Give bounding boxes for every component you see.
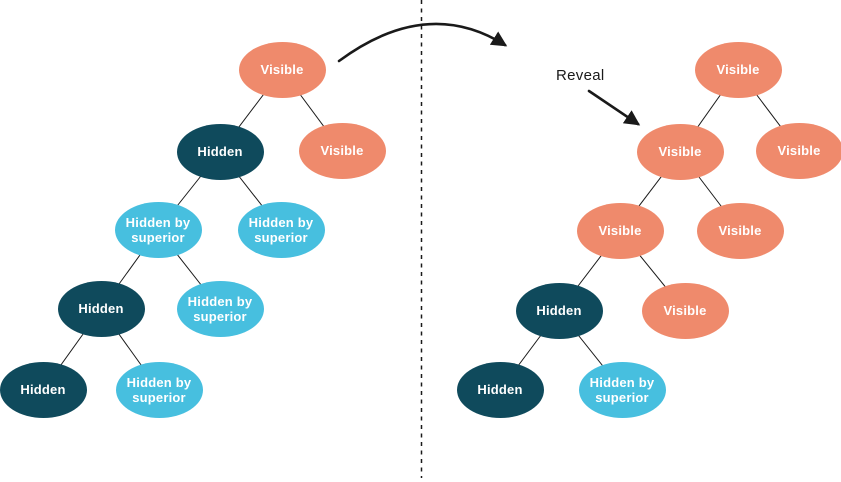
tree-node-hidden-by-superior: Hidden by superior xyxy=(176,281,264,337)
tree-node-visible: Visible xyxy=(755,123,841,179)
tree-node-visible: Visible xyxy=(576,203,664,259)
reveal-label: Reveal xyxy=(556,67,605,84)
tree-node-hidden: Hidden xyxy=(0,362,87,418)
tree-node-hidden: Hidden xyxy=(515,283,603,339)
tree-node-visible: Visible xyxy=(636,124,724,180)
tree-node-visible: Visible xyxy=(238,42,326,98)
tree-node-hidden: Hidden xyxy=(456,362,544,418)
tree-node-hidden-by-superior: Hidden by superior xyxy=(237,202,325,258)
tree-node-hidden: Hidden xyxy=(57,281,145,337)
reveal-arrow xyxy=(587,89,641,126)
tree-node-hidden-by-superior: Hidden by superior xyxy=(115,362,203,418)
transform-arrow xyxy=(337,22,508,63)
tree-node-hidden-by-superior: Hidden by superior xyxy=(114,202,202,258)
tree-node-visible: Visible xyxy=(696,203,784,259)
tree-node-visible: Visible xyxy=(641,283,729,339)
tree-node-visible: Visible xyxy=(298,123,386,179)
tree-node-hidden-by-superior: Hidden by superior xyxy=(578,362,666,418)
tree-node-hidden: Hidden xyxy=(176,124,264,180)
tree-node-visible: Visible xyxy=(694,42,782,98)
